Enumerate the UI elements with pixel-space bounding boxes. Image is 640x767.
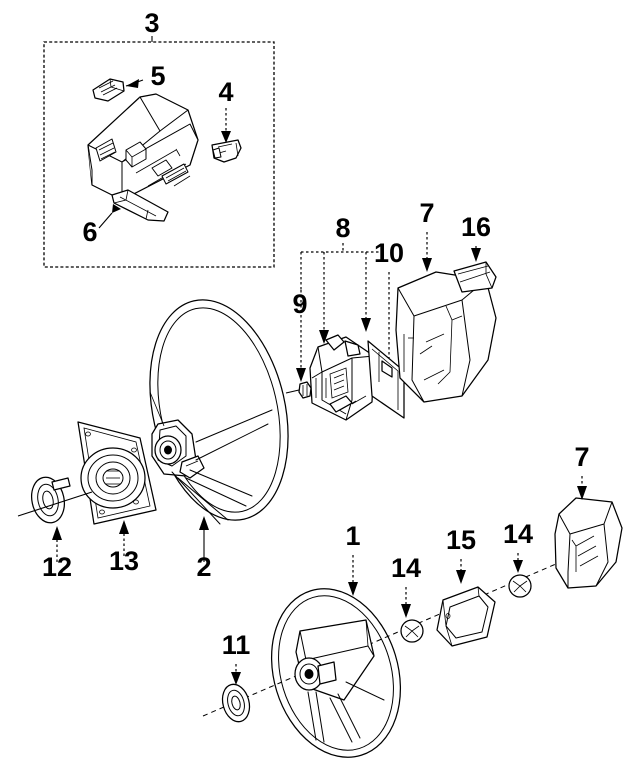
part-16-trim-strip xyxy=(453,261,497,293)
part-8-combination-switch xyxy=(309,334,375,421)
callout-12-leader xyxy=(52,526,62,562)
callout-5-leader xyxy=(125,79,144,88)
part-2-steering-wheel-upper xyxy=(149,299,289,525)
callout-label-10: 10 xyxy=(374,238,404,268)
callout-label-12: 12 xyxy=(42,552,72,582)
part-14-nut-right xyxy=(508,574,532,598)
callout-1-leader xyxy=(348,555,358,596)
group-box-3 xyxy=(43,41,275,268)
callout-label-16: 16 xyxy=(461,212,491,242)
callout-label-8: 8 xyxy=(335,213,350,243)
callout-7-upper-leader xyxy=(422,232,432,272)
part-9-screw xyxy=(285,381,312,399)
part-5-knob xyxy=(92,78,125,102)
part-7-horn-pad-lower xyxy=(554,497,623,589)
part-7-horn-pad-upper xyxy=(395,271,497,403)
callout-label-14: 14 xyxy=(391,553,421,583)
callout-label-14b: 14 xyxy=(503,519,533,549)
callout-label-15: 15 xyxy=(446,525,476,555)
part-12-nut-washer xyxy=(17,476,93,524)
callout-7-lower-leader xyxy=(577,476,587,500)
part-13-cover-plate xyxy=(77,421,157,525)
callout-14-right-leader xyxy=(513,553,523,573)
callout-label-7: 7 xyxy=(419,198,434,228)
callout-2-leader xyxy=(199,516,209,562)
part-4-lever xyxy=(211,139,242,163)
part-15-bezel xyxy=(436,586,496,647)
callout-label-2: 2 xyxy=(196,552,211,582)
callout-label-5: 5 xyxy=(150,61,165,91)
part-1-steering-wheel-lower xyxy=(270,588,402,758)
callout-8-leader-tree xyxy=(300,243,386,344)
callout-label-3: 3 xyxy=(144,8,159,38)
callout-label-13: 13 xyxy=(109,546,139,576)
callout-label-6: 6 xyxy=(82,217,97,247)
part-14-nut-left xyxy=(400,619,424,643)
callout-11-leader xyxy=(231,664,241,685)
column-switch-body xyxy=(87,93,199,201)
callout-16-leader xyxy=(471,246,481,262)
callout-6-leader xyxy=(98,204,121,229)
callout-label-1: 1 xyxy=(345,521,360,551)
part-7-upper-backing-plate xyxy=(367,340,405,419)
callout-label-7b: 7 xyxy=(574,442,589,472)
part-6-lever xyxy=(111,189,169,222)
callout-4-leader xyxy=(221,108,231,143)
callout-9-leader xyxy=(296,290,306,382)
callout-14-left-leader xyxy=(401,587,411,618)
part-2-hub xyxy=(151,419,205,479)
callout-label-9: 9 xyxy=(292,289,307,319)
callout-13-leader xyxy=(119,520,129,556)
callout-15-leader xyxy=(456,559,466,584)
part-11-washer xyxy=(221,683,251,723)
callout-label-11: 11 xyxy=(222,630,251,660)
callout-label-4: 4 xyxy=(218,77,233,107)
